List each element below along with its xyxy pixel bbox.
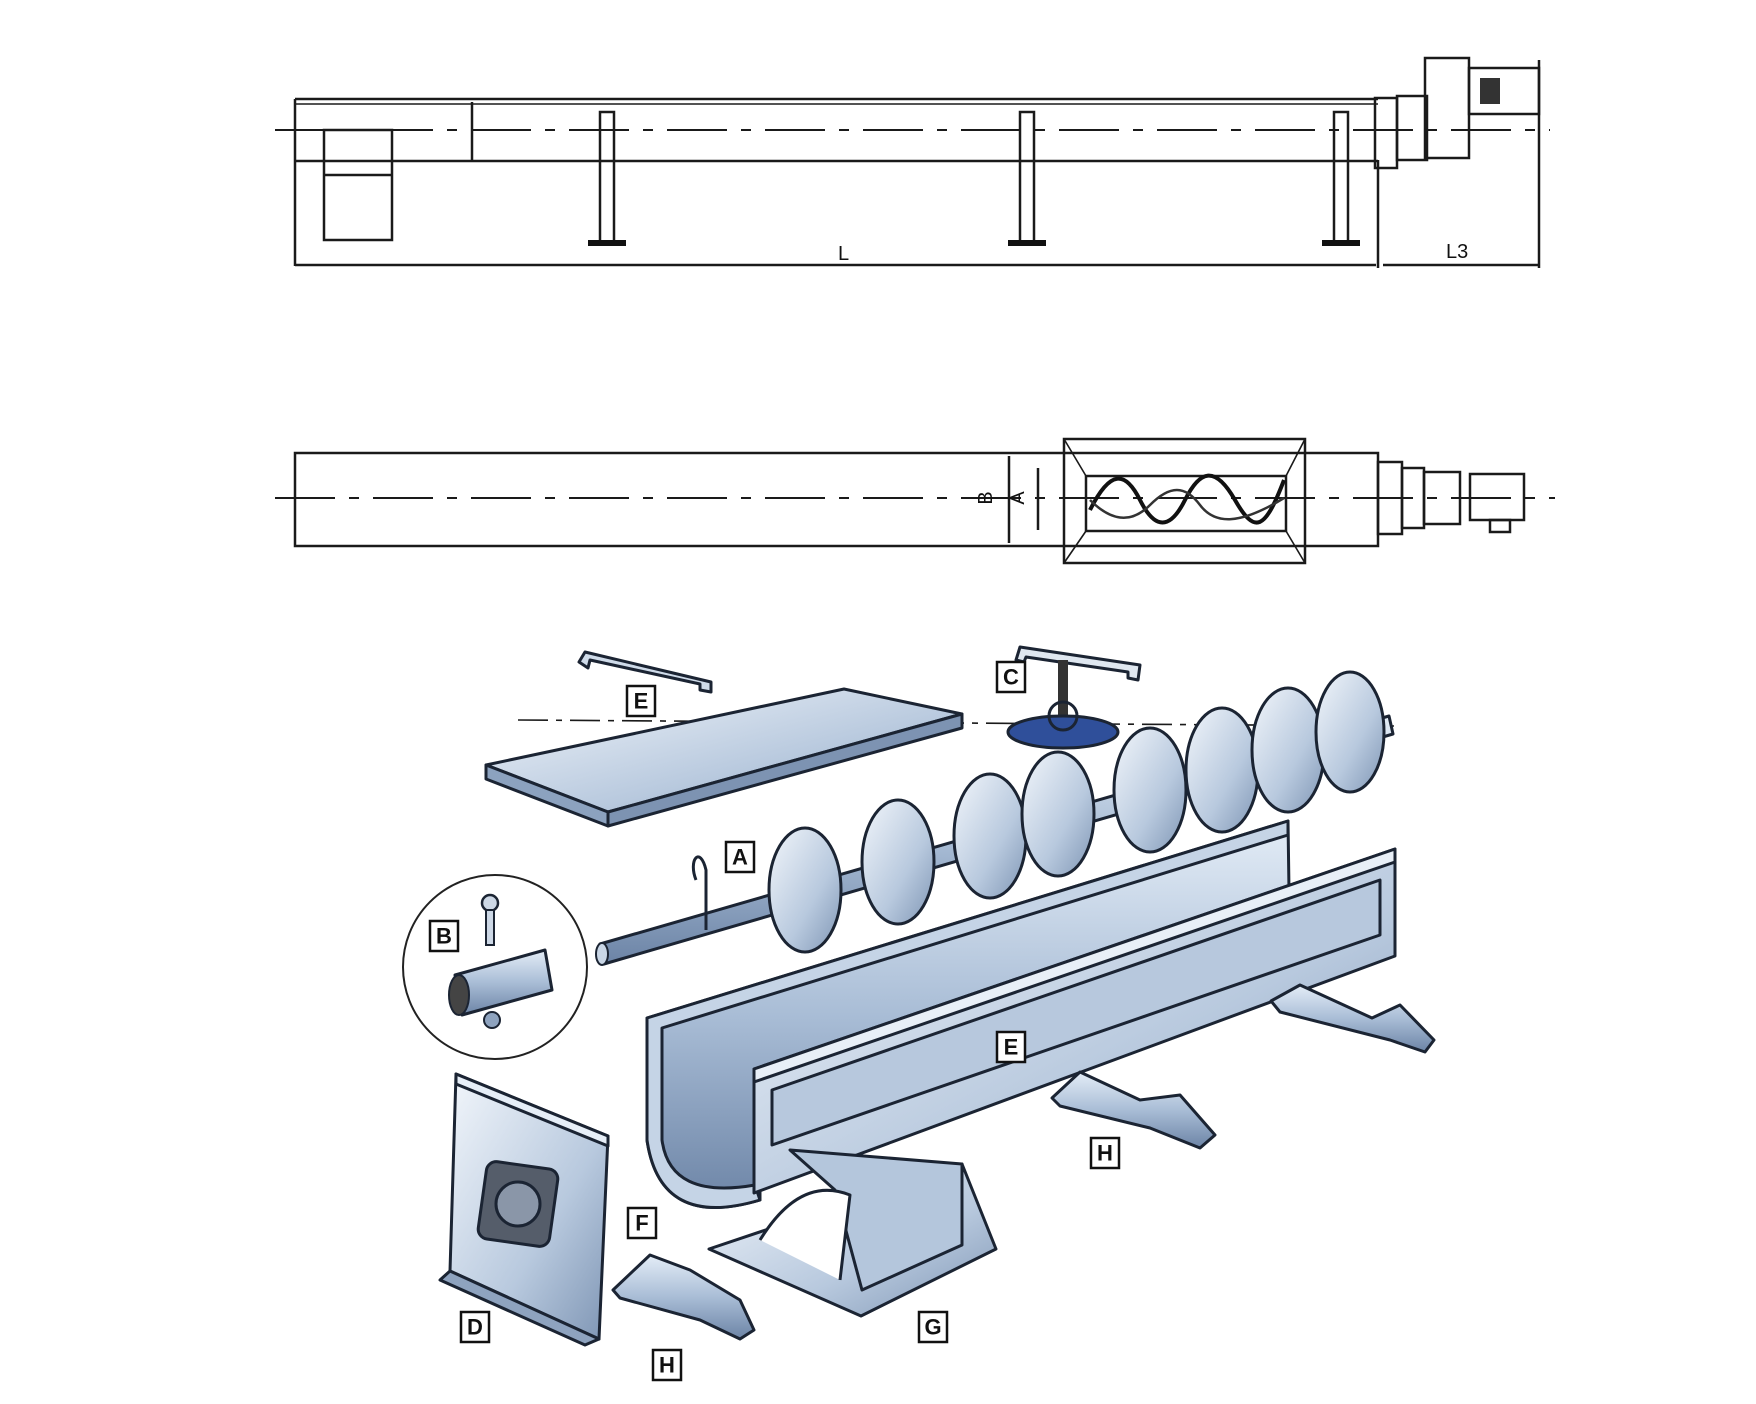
end-plate [438, 1072, 610, 1347]
svg-text:B: B [436, 924, 452, 949]
inlet-opening [1062, 437, 1307, 565]
hanger-bearing [1006, 645, 1142, 750]
screw-flight [1088, 473, 1286, 525]
coupling-detail [402, 874, 588, 1060]
label-flange: F [626, 1206, 658, 1240]
support-leg [1322, 110, 1360, 246]
svg-text:G: G [924, 1315, 941, 1340]
svg-text:H: H [659, 1353, 675, 1378]
dimension-lines [295, 60, 1541, 268]
svg-text:F: F [635, 1211, 648, 1236]
drive-unit-plan [1376, 460, 1526, 536]
drive-unit [1373, 56, 1541, 170]
foot-bracket [611, 1253, 756, 1341]
dim-length-label: L [838, 243, 849, 265]
elevation-view: L L3 [275, 56, 1550, 268]
exploded-view: E C A B E H F D H G [402, 645, 1436, 1382]
svg-text:A: A [732, 845, 748, 870]
svg-text:E: E [634, 689, 649, 714]
svg-text:H: H [1097, 1141, 1113, 1166]
svg-text:E: E [1004, 1035, 1019, 1060]
svg-text:D: D [467, 1315, 483, 1340]
support-leg [1008, 110, 1046, 246]
label-trough: E [995, 1030, 1027, 1064]
label-screw: A [724, 840, 756, 874]
trough-cover [484, 687, 964, 828]
inlet-box [322, 128, 394, 242]
trough-outline [293, 97, 1378, 266]
inlet-support [707, 1148, 998, 1318]
foot-bracket [1269, 983, 1436, 1054]
label-inlet-support: G [917, 1310, 949, 1344]
label-coupling: B [428, 919, 460, 953]
label-hanger: C [995, 660, 1027, 694]
foot-bracket [1050, 1070, 1217, 1150]
dim-drive-length-label: L3 [1446, 241, 1468, 263]
trough [645, 819, 1397, 1209]
dim-a-label: A [1007, 491, 1029, 505]
label-end-plate: D [459, 1310, 491, 1344]
svg-text:C: C [1003, 665, 1019, 690]
screw-auger [595, 670, 1395, 966]
plan-view: B A [275, 437, 1555, 565]
label-cover-handle: E [625, 684, 657, 718]
label-foot-front: H [651, 1348, 683, 1382]
cover-handle [577, 650, 713, 694]
dim-b-label: B [975, 491, 997, 504]
support-leg [588, 110, 626, 246]
label-foot-right: H [1089, 1136, 1121, 1170]
